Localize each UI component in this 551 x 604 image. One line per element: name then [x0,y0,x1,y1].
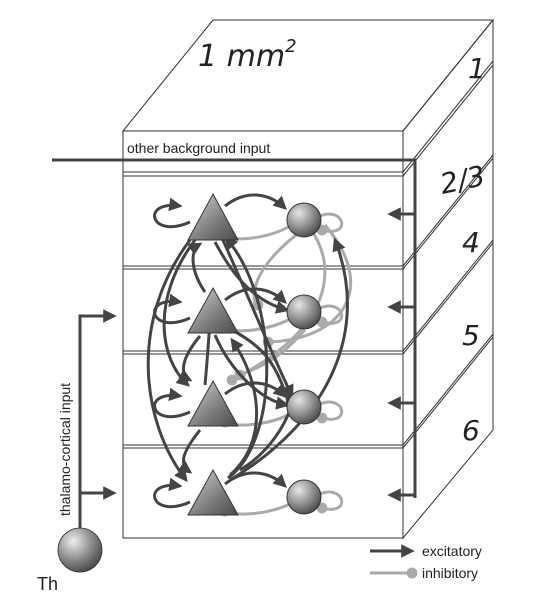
interneuron-layer-2-3 [286,202,322,238]
thalamus-node [57,527,103,573]
column-box [121,18,495,540]
background-input-lines [52,158,417,502]
area-label: 1 mm2 [198,36,297,74]
layer-label-1: 1 [468,52,486,85]
interneuron-layer-6 [286,479,322,515]
neurons [187,192,322,516]
pyramidal-cell-layer-4 [187,286,239,334]
pyramidal-cell-layer-6 [187,468,239,516]
legend-excitatory-label: excitatory [422,543,482,559]
thalamo-cortical-label: thalamo-cortical input [57,383,73,516]
background-input-label: other background input [127,140,270,156]
layer-label-6: 6 [462,414,480,447]
interneuron-layer-5 [286,389,322,425]
excitatory-connections [146,193,349,509]
layer-label-5: 5 [462,319,480,352]
pyramidal-cell-layer-5 [187,379,239,427]
legend: excitatory inhibitory [370,543,482,581]
thalamus-label: Th [37,574,58,594]
thalamo-cortical-lines [78,309,117,530]
interneuron-layer-4 [286,294,322,330]
layer-label-4: 4 [462,226,480,259]
pyramidal-cell-layer-2-3 [187,192,239,241]
legend-inhibitory-label: inhibitory [422,565,478,581]
